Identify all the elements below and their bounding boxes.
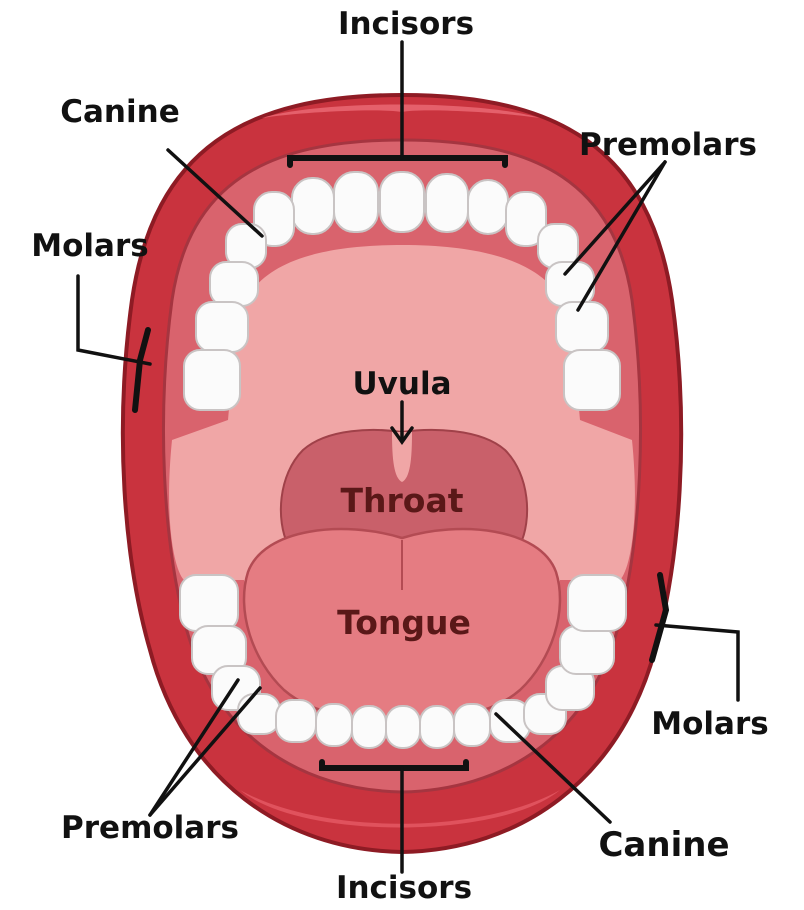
label-uvula: Uvula (353, 366, 452, 402)
lower-tooth (386, 706, 420, 748)
upper-tooth (184, 350, 240, 410)
lower-tooth (180, 575, 238, 631)
upper-tooth (380, 172, 424, 232)
label-incisors-bottom: Incisors (336, 870, 472, 906)
label-molars-right: Molars (651, 706, 768, 742)
lower-tooth (238, 694, 280, 734)
upper-tooth (564, 350, 620, 410)
label-incisors-top: Incisors (338, 6, 474, 42)
upper-tooth (334, 172, 378, 232)
label-tongue: Tongue (337, 603, 471, 642)
lower-tooth (276, 700, 316, 742)
label-throat: Throat (341, 481, 464, 520)
lower-tooth (420, 706, 454, 748)
label-premolars-bottom: Premolars (61, 810, 239, 846)
upper-tooth (426, 174, 468, 232)
upper-tooth (556, 302, 608, 352)
molars-right-leader (656, 625, 738, 700)
lower-tooth (568, 575, 626, 631)
label-canine-top: Canine (60, 94, 179, 130)
lower-tooth (352, 706, 386, 748)
upper-tooth (292, 178, 334, 234)
lower-tooth (454, 704, 490, 746)
label-canine-bottom: Canine (598, 825, 729, 865)
lower-tooth (316, 704, 352, 746)
lower-tooth (560, 626, 614, 674)
label-premolars-top: Premolars (579, 127, 757, 163)
label-molars-left: Molars (31, 228, 148, 264)
upper-tooth (468, 180, 508, 234)
upper-tooth (196, 302, 248, 352)
upper-tooth (210, 262, 258, 306)
